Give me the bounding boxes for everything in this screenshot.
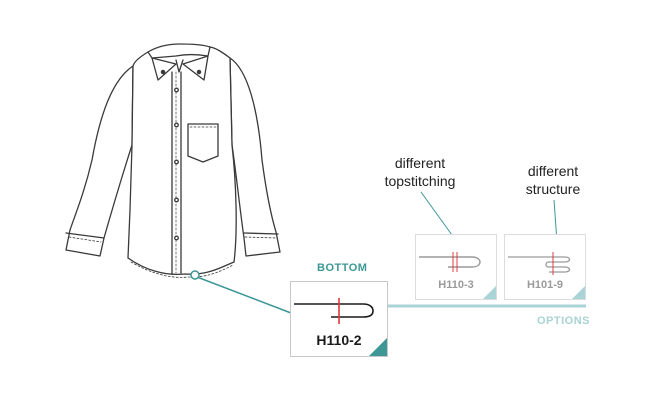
topstitching-pointer-line (420, 191, 458, 243)
main-card-corner (369, 338, 387, 356)
option-hem-code-2: H101-9 (526, 279, 564, 291)
hem-option-card-h110-3[interactable]: H110-3 (415, 234, 497, 300)
hem-marker-dot (190, 270, 200, 280)
shirt-icon (65, 43, 281, 278)
structure-annotation-line1: different (527, 163, 579, 179)
main-hem-code: H110-2 (316, 332, 362, 348)
structure-annotation-line2: structure (525, 181, 581, 197)
hem-option-card-main[interactable]: H110-2 (290, 281, 388, 357)
option-card-2-corner (572, 286, 585, 299)
rounded-hem-icon (294, 298, 374, 324)
hem-connector-line (196, 276, 292, 314)
topstitching-annotation: different topstitching (370, 154, 470, 190)
hem-option-card-h101-9[interactable]: H101-9 (504, 234, 586, 300)
topstitching-annotation-line1: different (394, 155, 446, 171)
options-label: OPTIONS (537, 315, 591, 327)
double-stitch-hem-icon (419, 252, 481, 272)
structure-annotation: different structure (503, 162, 603, 198)
topstitching-annotation-line2: topstitching (384, 173, 456, 189)
option-card-1-corner (483, 286, 496, 299)
option-hem-code-1: H110-3 (438, 279, 474, 291)
bottom-label: BOTTOM (317, 262, 368, 274)
folded-hem-icon (508, 252, 571, 275)
